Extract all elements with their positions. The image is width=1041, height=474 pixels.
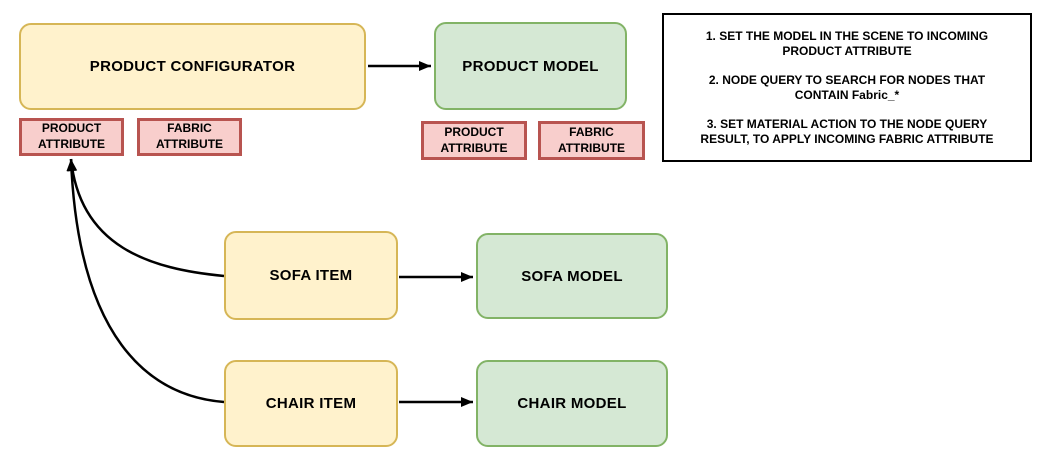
node-sofa-model-label: SOFA MODEL	[521, 267, 623, 285]
node-chair-model: CHAIR MODEL	[476, 360, 668, 447]
note-step-1-line-2: PRODUCT ATTRIBUTE	[782, 43, 912, 58]
badge-model-product-attribute: PRODUCT ATTRIBUTE	[421, 121, 527, 160]
note-step-2: 2. NODE QUERY TO SEARCH FOR NODES THAT C…	[709, 73, 985, 103]
note-step-2-line-2: CONTAIN Fabric_*	[794, 87, 900, 102]
arrow-chair-item-to-product-attribute	[66, 158, 225, 404]
arrow-sofa-item-to-product-attribute	[67, 158, 225, 278]
note-step-2-line-1: 2. NODE QUERY TO SEARCH FOR NODES THAT	[708, 72, 986, 87]
node-sofa-model: SOFA MODEL	[476, 233, 668, 319]
badge-configurator-fabric-attribute: FABRIC ATTRIBUTE	[137, 118, 242, 156]
badge-configurator-product-attribute: PRODUCT ATTRIBUTE	[19, 118, 124, 156]
note-step-1-line-1: 1. SET THE MODEL IN THE SCENE TO INCOMIN…	[705, 28, 989, 43]
node-product-model-label: PRODUCT MODEL	[462, 57, 599, 75]
badge-configurator-fabric-attribute-label: FABRIC ATTRIBUTE	[155, 121, 224, 151]
node-chair-item-label: CHAIR ITEM	[265, 395, 357, 412]
node-sofa-item-label: SOFA ITEM	[269, 267, 353, 284]
note-step-3-line-2: RESULT, TO APPLY INCOMING FABRIC ATTRIBU…	[700, 131, 994, 146]
badge-model-product-attribute-label: PRODUCT ATTRIBUTE	[440, 124, 508, 155]
note-step-3: 3. SET MATERIAL ACTION TO THE NODE QUERY…	[700, 117, 993, 147]
badge-model-fabric-attribute: FABRIC ATTRIBUTE	[538, 121, 645, 160]
node-product-configurator: PRODUCT CONFIGURATOR	[19, 23, 366, 110]
badge-model-fabric-attribute-label: FABRIC ATTRIBUTE	[557, 124, 626, 155]
node-product-configurator-label: PRODUCT CONFIGURATOR	[89, 58, 296, 75]
node-chair-model-label: CHAIR MODEL	[517, 395, 627, 412]
node-product-model: PRODUCT MODEL	[434, 22, 627, 110]
node-chair-item: CHAIR ITEM	[224, 360, 398, 447]
node-sofa-item: SOFA ITEM	[224, 231, 398, 320]
badge-configurator-product-attribute-label: PRODUCT ATTRIBUTE	[37, 121, 106, 151]
note-step-3-line-1: 3. SET MATERIAL ACTION TO THE NODE QUERY	[706, 116, 988, 131]
notes-box: 1. SET THE MODEL IN THE SCENE TO INCOMIN…	[662, 13, 1032, 162]
note-step-1: 1. SET THE MODEL IN THE SCENE TO INCOMIN…	[706, 29, 988, 59]
